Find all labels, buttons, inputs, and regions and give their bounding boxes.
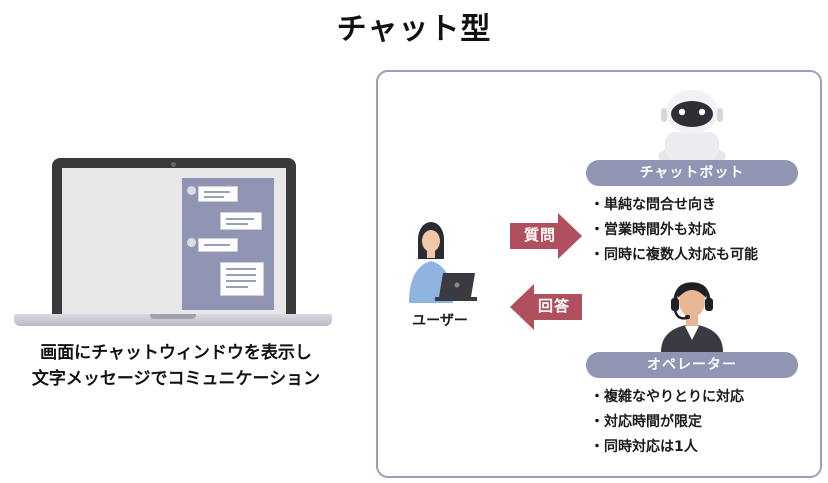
chat-avatar-icon	[187, 238, 196, 247]
operator-headset-icon	[661, 282, 723, 352]
list-item: 単純な問合せ向き	[590, 193, 758, 218]
chatbot-robot-icon	[658, 90, 726, 160]
list-item: 同時対応は1人	[590, 435, 744, 460]
chat-avatar-icon	[187, 186, 196, 195]
question-arrow: 質問	[510, 213, 582, 259]
arrow-right-icon	[510, 213, 582, 259]
list-item: 対応時間が限定	[590, 410, 744, 435]
chat-bubble-incoming	[198, 186, 238, 202]
list-item: 同時に複数人対応も可能	[590, 243, 758, 268]
chat-bubble-incoming	[198, 238, 238, 252]
question-label: 質問	[523, 226, 556, 244]
laptop-base	[14, 314, 332, 326]
laptop-illustration	[14, 158, 332, 334]
laptop-screen	[62, 168, 286, 314]
chat-bubble-outgoing	[220, 212, 262, 230]
operator-feature-list: 複雑なやりとりに対応 対応時間が限定 同時対応は1人	[590, 385, 744, 460]
arrow-left-icon	[510, 284, 582, 330]
caption-line-2: 文字メッセージでコミュニケーション	[31, 369, 321, 389]
page-title: チャット型	[336, 12, 492, 47]
chat-window	[182, 178, 274, 310]
list-item: 営業時間外も対応	[590, 218, 758, 243]
laptop-lid	[52, 158, 296, 318]
chatbot-feature-list: 単純な問合せ向き 営業時間外も対応 同時に複数人対応も可能	[590, 193, 758, 268]
answer-label: 回答	[537, 297, 570, 315]
chat-bubble-outgoing	[220, 262, 264, 296]
user-woman-laptop-icon	[409, 222, 477, 303]
laptop-notch	[150, 314, 196, 319]
caption-line-1: 画面にチャットウィンドウを表示し	[40, 343, 312, 363]
webcam-icon	[171, 162, 176, 167]
laptop-caption: 画面にチャットウィンドウを表示し 文字メッセージでコミュニケーション	[0, 340, 352, 392]
list-item: 複雑なやりとりに対応	[590, 385, 744, 410]
answer-arrow: 回答	[510, 284, 582, 330]
operator-label: オペレーター	[586, 352, 798, 378]
user-label: ユーザー	[412, 313, 468, 329]
chatbot-label: チャットボット	[586, 160, 798, 186]
